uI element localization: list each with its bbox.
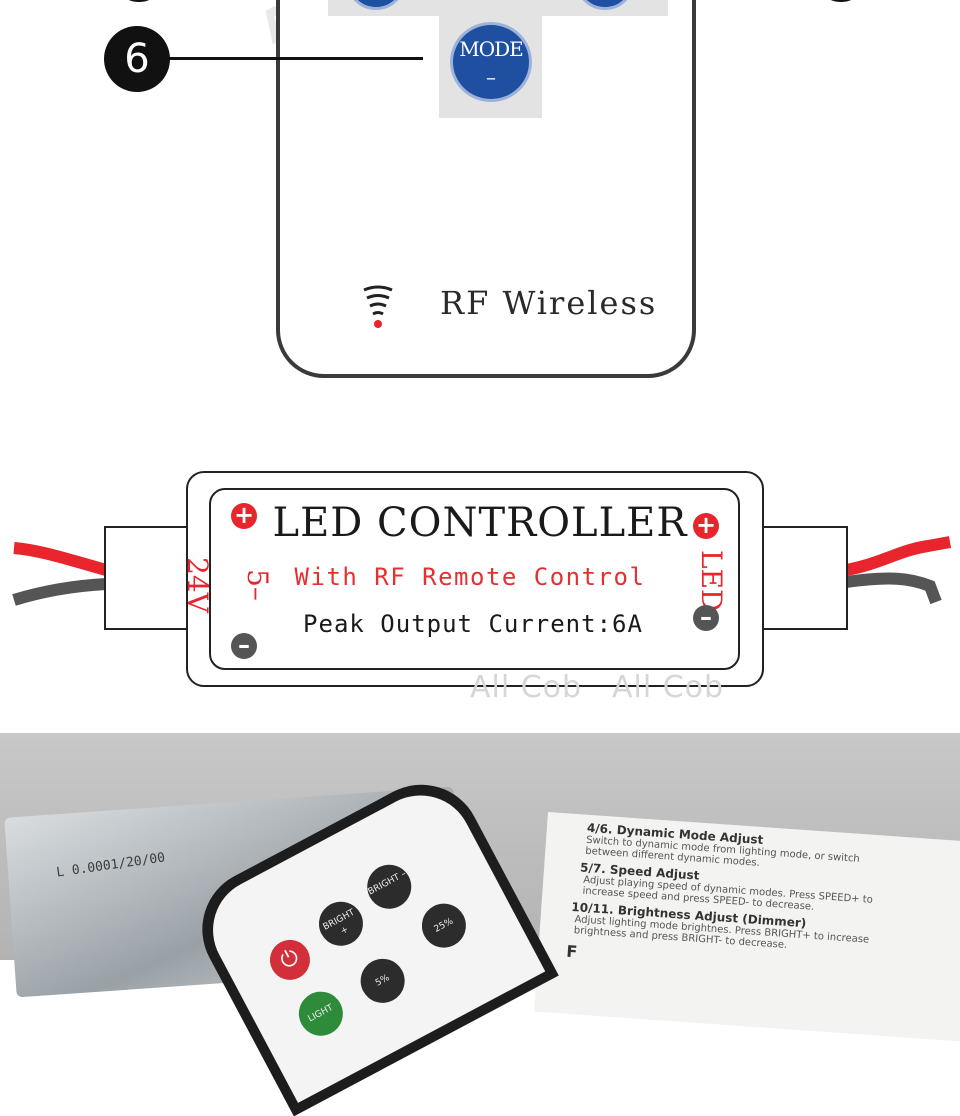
mode-button-symbol: – <box>486 65 496 89</box>
callout-dot-top-right <box>818 0 864 2</box>
input-plus-icon: + <box>231 503 257 529</box>
controller-label-panel <box>209 488 740 670</box>
input-minus-icon: – <box>231 633 257 659</box>
controller-peak-output: Peak Output Current:6A <box>303 610 643 638</box>
wireless-signal-icon <box>363 285 393 328</box>
output-minus-icon: – <box>693 605 719 631</box>
manual-tail: F <box>565 941 578 962</box>
instruction-sheet: 4/6. Dynamic Mode Adjust Switch to dynam… <box>534 812 960 1043</box>
controller-neck-right <box>762 526 848 630</box>
output-plus-icon: + <box>693 513 719 539</box>
photo-bright-plus-button: BRIGHT + <box>311 893 371 954</box>
callout-number: 6 <box>104 26 170 92</box>
photo-bright-minus-button: BRIGHT – <box>359 856 419 917</box>
rf-wireless-label: RF Wireless <box>440 284 658 322</box>
controller-subtitle: With RF Remote Control <box>294 563 646 591</box>
controller-neck-left <box>104 526 188 630</box>
input-wires <box>12 542 108 606</box>
photo-25-button: 25% <box>414 895 474 956</box>
watermark-mid-1: All Cob <box>470 670 583 705</box>
mode-button-label: MODE <box>459 37 524 61</box>
remote-button-pad <box>328 0 668 16</box>
controller-case <box>186 471 764 687</box>
output-wires <box>844 536 952 605</box>
photo-light-button: LIGHT <box>291 983 351 1044</box>
photo-button-label: BRIGHT – <box>366 868 409 898</box>
callout-line <box>168 57 423 60</box>
controller-title: LED CONTROLLER <box>272 500 688 546</box>
callout-dot-top-left <box>116 0 162 2</box>
photo-button-label: BRIGHT + <box>321 907 357 937</box>
photo-5-button: 5% <box>352 951 413 1011</box>
mode-minus-button: MODE – <box>450 22 532 102</box>
watermark-mid-2: All Cob <box>612 670 725 705</box>
